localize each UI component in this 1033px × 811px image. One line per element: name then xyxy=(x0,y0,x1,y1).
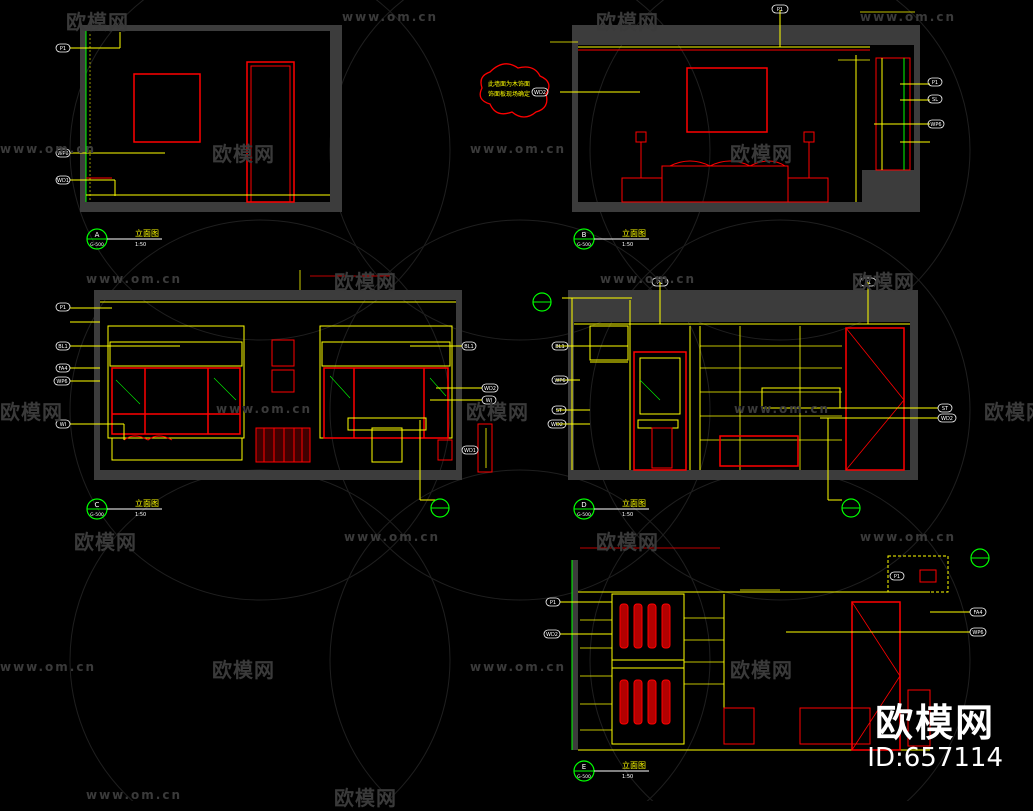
watermark-url: www.om.cn xyxy=(344,530,441,544)
elevation-e xyxy=(560,547,970,751)
tag-b-2: P1 xyxy=(932,80,938,86)
marker-e-id: E xyxy=(582,763,586,771)
tag-d-4: WP6 xyxy=(554,378,565,384)
watermark-brand: 欧模网 xyxy=(74,530,137,554)
marker-b-sheet: G-500 xyxy=(577,242,591,248)
watermark-url: www.om.cn xyxy=(470,660,567,674)
tag-c-4: WP6 xyxy=(56,379,67,385)
tag-b-5: WD2 xyxy=(534,90,546,96)
watermark-url: www.om.cn xyxy=(86,272,183,286)
marker-c-id: C xyxy=(95,501,100,509)
watermark-url: www.om.cn xyxy=(860,10,957,24)
tag-a-2: WP6 xyxy=(57,151,68,157)
marker-a-sheet: G-500 xyxy=(90,242,104,248)
tag-d-8: WD2 xyxy=(941,416,953,422)
marker-d-title: 立面图 xyxy=(622,498,646,508)
tag-e-4: FA4 xyxy=(973,610,982,616)
tag-e-3: P1 xyxy=(894,574,900,580)
marker-a-scale: 1:50 xyxy=(135,242,146,248)
elevation-c xyxy=(70,270,493,501)
material-tags: P1 WP6 WD1 P1 P1 SL WP6 WD2 P1 BL1 FA4 W… xyxy=(53,4,987,639)
watermark-url: www.om.cn xyxy=(860,530,957,544)
marker-e-scale: 1:50 xyxy=(622,774,633,780)
watermark-brand: 欧模网 xyxy=(66,10,129,34)
tag-b-1: P1 xyxy=(777,7,783,13)
svg-text:此墙面为木饰面: 此墙面为木饰面 xyxy=(488,80,530,88)
marker-b-id: B xyxy=(582,231,587,239)
tag-a-3: WD1 xyxy=(57,178,69,184)
tag-a-1: P1 xyxy=(60,46,66,52)
marker-a-title: 立面图 xyxy=(135,228,159,238)
watermark-brand: 欧模网 xyxy=(212,142,275,166)
watermark-brand: 欧模网 xyxy=(334,270,397,294)
watermark-brand: 欧模网 xyxy=(730,142,793,166)
marker-c-title: 立面图 xyxy=(135,498,159,508)
tag-b-3: SL xyxy=(932,97,938,103)
tag-c-5: WI xyxy=(60,422,66,428)
marker-e-sheet: G-500 xyxy=(577,774,591,780)
brand-id: ID:657114 xyxy=(867,743,1003,773)
watermark-brand: 欧模网 xyxy=(334,786,397,810)
elevation-a xyxy=(70,25,342,212)
tag-d-6: WD2 xyxy=(551,422,563,428)
tag-e-5: WP6 xyxy=(972,630,983,636)
watermark-url: www.om.cn xyxy=(0,660,97,674)
tag-d-2: P1 xyxy=(865,280,871,286)
watermark-url: www.om.cn xyxy=(600,272,697,286)
tag-c-6: BL1 xyxy=(464,344,473,350)
tag-c-9: WD1 xyxy=(464,448,476,454)
watermark-brand: 欧模网 xyxy=(596,10,659,34)
watermark-brand: 欧模网 xyxy=(596,530,659,554)
watermark-url: www.om.cn xyxy=(342,10,439,24)
marker-b-scale: 1:50 xyxy=(622,242,633,248)
corner-brand: 欧模网 ID:657114 xyxy=(867,703,1003,773)
watermark-brand: 欧模网 xyxy=(466,400,529,424)
watermark-brand: 欧模网 xyxy=(852,270,915,294)
marker-c-scale: 1:50 xyxy=(135,512,146,518)
tag-b-4: WP6 xyxy=(930,122,941,128)
watermark-brand: 欧模网 xyxy=(212,658,275,682)
watermark-url: www.om.cn xyxy=(216,402,313,416)
svg-text:饰面板现场确定: 饰面板现场确定 xyxy=(488,90,530,98)
elevation-markers: A G-500 立面图 1:50 B G-500 立面图 1:50 C G-50… xyxy=(86,228,990,782)
brand-logo-text: 欧模网 xyxy=(875,701,996,745)
watermark-url: www.om.cn xyxy=(470,142,567,156)
tag-d-3: BL1 xyxy=(555,344,564,350)
watermark-brand: 欧模网 xyxy=(984,400,1033,424)
watermark-url: www.om.cn xyxy=(734,402,831,416)
tag-c-1: P1 xyxy=(60,305,66,311)
watermark-url: www.om.cn xyxy=(0,142,97,156)
tag-e-1: P1 xyxy=(550,600,556,606)
tag-c-8: WI xyxy=(486,398,492,404)
marker-b-title: 立面图 xyxy=(622,228,646,238)
tag-c-7: WD2 xyxy=(484,386,496,392)
tag-d-5: ST xyxy=(556,408,563,414)
watermark-brand: 欧模网 xyxy=(0,400,63,424)
watermark-url: www.om.cn xyxy=(86,788,183,802)
marker-e-title: 立面图 xyxy=(622,760,646,770)
marker-a-id: A xyxy=(95,231,100,239)
tag-d-7: ST xyxy=(942,406,949,412)
watermark-brand: 欧模网 xyxy=(730,658,793,682)
marker-d-id: D xyxy=(581,501,586,509)
marker-d-sheet: G-500 xyxy=(577,512,591,518)
tag-c-2: BL1 xyxy=(58,344,67,350)
elevation-d xyxy=(556,282,938,501)
tag-c-3: FA4 xyxy=(58,366,67,372)
tag-e-2: WD2 xyxy=(546,632,558,638)
marker-d-scale: 1:50 xyxy=(622,512,633,518)
wardrobe-garments xyxy=(619,603,671,725)
elevation-b: 此墙面为木饰面 饰面板现场确定 xyxy=(479,10,930,212)
tag-d-1: P1 xyxy=(657,280,663,286)
marker-c-sheet: G-500 xyxy=(90,512,104,518)
